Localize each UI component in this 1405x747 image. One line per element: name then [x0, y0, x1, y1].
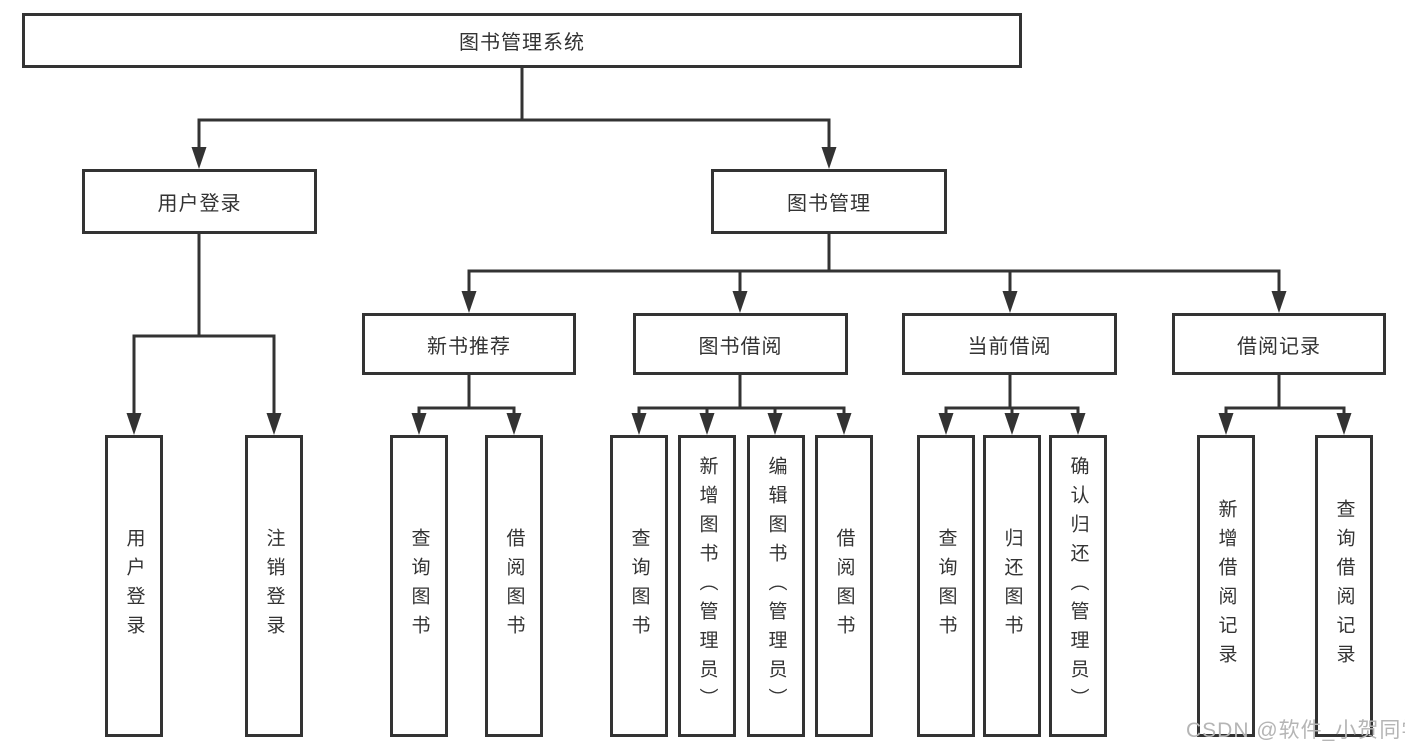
node-borrow-record: 借阅记录: [1172, 313, 1386, 375]
leaf-logout: 注销登录: [245, 435, 303, 737]
leaf-borrow-book-recommend: 借阅图书: [485, 435, 543, 737]
arrow-down-icon: [266, 413, 282, 435]
node-library-management-system: 图书管理系统: [22, 13, 1022, 68]
node-user-login: 用户登录: [82, 169, 317, 234]
arrow-down-icon: [1271, 291, 1287, 313]
branch-book-borrow: [631, 373, 852, 435]
leaf-confirm-return-admin: 确认归还（管理员）: [1049, 435, 1107, 737]
leaf-add-borrow-record: 新增借阅记录: [1197, 435, 1255, 737]
leaf-return-book: 归还图书: [983, 435, 1041, 737]
arrow-down-icon: [1002, 291, 1018, 313]
arrow-down-icon: [836, 413, 852, 435]
node-book-borrow: 图书借阅: [633, 313, 848, 375]
leaf-edit-book-admin: 编辑图书（管理员）: [747, 435, 805, 737]
arrow-down-icon: [506, 413, 522, 435]
arrow-down-icon: [699, 413, 715, 435]
arrow-down-icon: [732, 291, 748, 313]
arrow-down-icon: [1070, 413, 1086, 435]
leaf-query-borrow-record: 查询借阅记录: [1315, 435, 1373, 737]
branch-new-book-recommend: [411, 373, 522, 435]
leaf-add-book-admin: 新增图书（管理员）: [678, 435, 736, 737]
arrow-down-icon: [767, 413, 783, 435]
arrow-down-icon: [1218, 413, 1234, 435]
node-book-management: 图书管理: [711, 169, 947, 234]
leaf-borrow-book: 借阅图书: [815, 435, 873, 737]
branch-current-borrow: [938, 373, 1086, 435]
arrow-down-icon: [631, 413, 647, 435]
branch-borrow-record: [1218, 373, 1352, 435]
leaf-query-book-recommend: 查询图书: [390, 435, 448, 737]
arrow-down-icon: [1336, 413, 1352, 435]
node-new-book-recommend: 新书推荐: [362, 313, 576, 375]
arrow-down-icon: [938, 413, 954, 435]
arrow-down-icon: [411, 413, 427, 435]
branch-book-management: [461, 232, 1287, 313]
arrow-down-icon: [821, 147, 837, 169]
branch-root: [191, 66, 837, 169]
leaf-query-book-current: 查询图书: [917, 435, 975, 737]
arrow-down-icon: [461, 291, 477, 313]
leaf-user-login: 用户登录: [105, 435, 163, 737]
watermark: CSDN @软件_小贺同学: [1186, 719, 1405, 742]
arrow-down-icon: [1004, 413, 1020, 435]
arrow-down-icon: [126, 413, 142, 435]
leaf-query-book-borrow: 查询图书: [610, 435, 668, 737]
branch-user-login: [126, 232, 282, 435]
arrow-down-icon: [191, 147, 207, 169]
node-current-borrow: 当前借阅: [902, 313, 1117, 375]
